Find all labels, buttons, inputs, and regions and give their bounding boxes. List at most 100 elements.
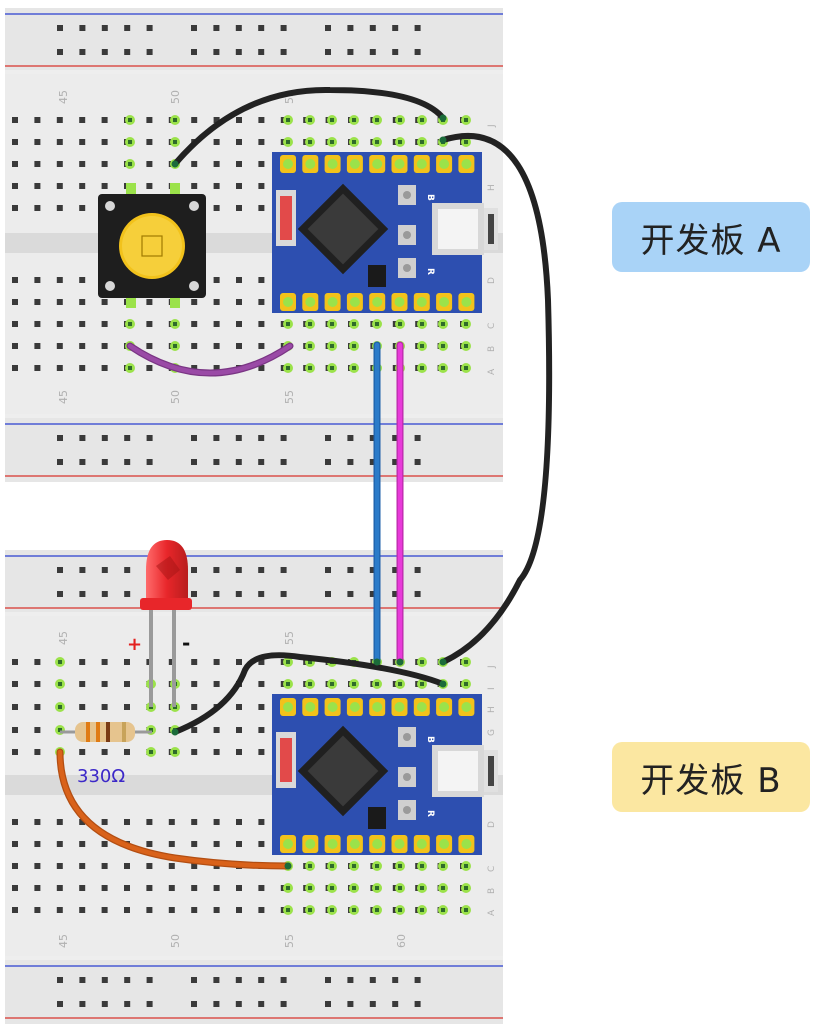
- rail-hole: [347, 459, 354, 465]
- hole: [149, 750, 153, 754]
- hole: [308, 864, 312, 868]
- rail-hole: [191, 1001, 197, 1007]
- hole: [236, 117, 242, 123]
- wire-black-long[interactable]: [440, 132, 553, 665]
- rail-hole: [101, 1001, 108, 1007]
- rail-hole: [235, 435, 242, 441]
- hole: [124, 704, 130, 710]
- rail-hole: [124, 459, 131, 465]
- hole: [168, 863, 175, 869]
- rail-hole: [414, 591, 421, 597]
- hole: [375, 140, 379, 144]
- hole: [286, 322, 290, 326]
- hole: [286, 886, 290, 890]
- hole: [330, 908, 334, 912]
- hole: [258, 299, 265, 305]
- rail-hole: [57, 435, 63, 441]
- header-pin-hole: [372, 839, 383, 849]
- hole: [398, 322, 402, 326]
- hole: [375, 682, 379, 686]
- hole: [236, 343, 242, 349]
- rail-hole: [369, 567, 376, 573]
- hole: [146, 139, 153, 145]
- hole: [420, 864, 424, 868]
- hole: [398, 118, 402, 122]
- row-letter: J: [487, 124, 497, 128]
- hole: [352, 366, 356, 370]
- hole: [101, 863, 108, 869]
- rail-hole: [79, 459, 86, 465]
- row-letter: D: [487, 821, 497, 828]
- hole: [308, 140, 312, 144]
- hole: [56, 205, 63, 211]
- hole: [191, 659, 198, 665]
- hole: [441, 322, 445, 326]
- red-led[interactable]: + -: [127, 540, 192, 707]
- col-number: 50: [169, 90, 182, 104]
- hole: [79, 205, 86, 211]
- rail-hole: [146, 459, 153, 465]
- rail-hole: [57, 25, 63, 31]
- header-pin-hole: [327, 839, 338, 849]
- rail-hole: [325, 977, 331, 983]
- hole: [420, 682, 424, 686]
- hole: [308, 886, 312, 890]
- hole: [213, 161, 220, 167]
- resistor-330[interactable]: 330Ω: [60, 722, 152, 787]
- hole: [236, 139, 242, 145]
- hole: [34, 841, 41, 847]
- hole: [173, 344, 177, 348]
- header-pin-hole: [416, 297, 427, 307]
- hole: [352, 908, 356, 912]
- rail-hole: [191, 49, 197, 55]
- hole: [34, 819, 41, 825]
- dev-board-a[interactable]: B R: [272, 152, 498, 313]
- rail-hole: [79, 591, 86, 597]
- row-letter: H: [487, 706, 497, 713]
- rail-hole: [414, 977, 421, 983]
- hole: [101, 885, 108, 891]
- dev-board-b[interactable]: B R: [272, 694, 498, 855]
- rail-hole: [414, 25, 421, 31]
- hole: [308, 118, 312, 122]
- header-pin-hole: [372, 702, 383, 712]
- header-pin-hole: [283, 297, 293, 307]
- push-button[interactable]: [98, 183, 206, 308]
- hole: [58, 682, 62, 686]
- hole: [191, 749, 198, 755]
- hole: [12, 681, 18, 687]
- rail-hole: [191, 977, 197, 983]
- rail-hole: [101, 567, 108, 573]
- hole: [12, 863, 18, 869]
- hole: [34, 885, 41, 891]
- header-pin-hole: [394, 297, 405, 307]
- header-pin-hole: [461, 839, 472, 849]
- rail-hole: [347, 977, 354, 983]
- hole: [213, 343, 220, 349]
- row-letter: G: [487, 729, 497, 736]
- rail-hole: [101, 435, 108, 441]
- wire-black-button[interactable]: [172, 86, 446, 167]
- hole: [79, 343, 86, 349]
- rail-hole: [124, 435, 131, 441]
- mcu-chip: [297, 183, 389, 275]
- rail-hole: [57, 49, 63, 55]
- wire-black-led[interactable]: [172, 652, 446, 735]
- hole: [352, 140, 356, 144]
- hole: [12, 277, 18, 283]
- row-letter: I: [487, 687, 497, 690]
- hole: [420, 322, 424, 326]
- rail-hole: [79, 1001, 86, 1007]
- hole: [146, 161, 153, 167]
- hole: [101, 365, 108, 371]
- rail-hole: [392, 459, 399, 465]
- hole: [146, 863, 153, 869]
- hole: [191, 183, 198, 189]
- rail-hole: [146, 977, 153, 983]
- rail-hole: [414, 49, 421, 55]
- hole: [191, 819, 198, 825]
- hole: [124, 749, 130, 755]
- hole: [464, 140, 468, 144]
- hole: [236, 321, 242, 327]
- rail-hole: [325, 49, 331, 55]
